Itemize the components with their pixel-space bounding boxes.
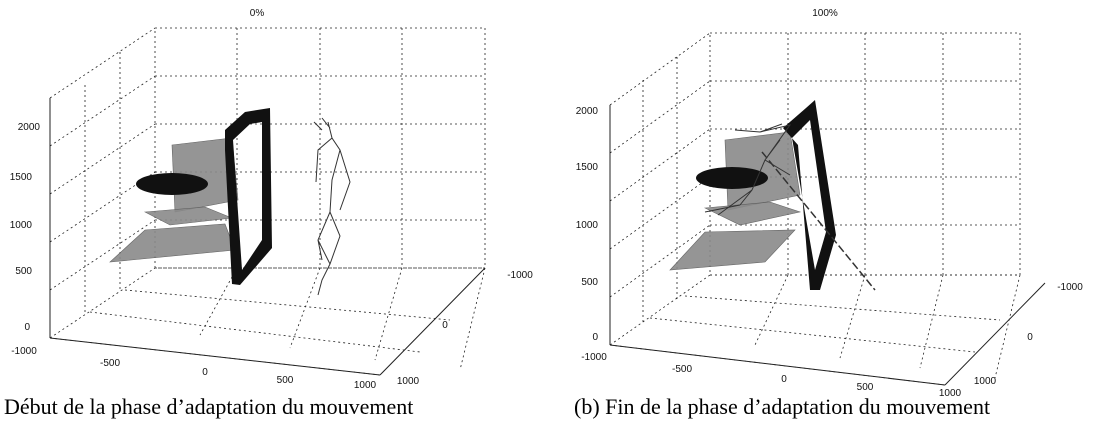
panel-left-title: 0% bbox=[250, 8, 265, 19]
panel-right-ytick-1: 0 bbox=[1027, 332, 1033, 343]
panel-right-frame bbox=[783, 100, 836, 290]
panel-left: 0% 0 500 1000 1500 2000 -1000 -500 0 500… bbox=[10, 8, 533, 391]
panel-left-xtick-2: 0 bbox=[202, 367, 208, 378]
panel-left-ztick-2: 1000 bbox=[10, 220, 33, 231]
panel-left-ztick-1: 500 bbox=[15, 266, 32, 277]
panel-right-mannequin bbox=[704, 123, 792, 216]
panel-left-lower-plane bbox=[109, 223, 236, 263]
panel-right-side-wall bbox=[609, 32, 711, 346]
panel-left-middle-plane bbox=[143, 206, 233, 226]
panel-left-y-axis bbox=[379, 267, 486, 376]
panel-right-ztick-4: 2000 bbox=[576, 106, 599, 117]
panel-right-grid bbox=[609, 32, 1021, 386]
panel-left-x-axis bbox=[49, 337, 381, 376]
panel-right-floor bbox=[609, 274, 1021, 386]
panel-right-y-axis bbox=[944, 282, 1046, 386]
panel-left-mannequin bbox=[313, 117, 351, 296]
panel-right-ztick-1: 500 bbox=[581, 277, 598, 288]
panel-right-ytick-0: -1000 bbox=[1057, 282, 1083, 293]
caption-left: Début de la phase d’adaptation du mouvem… bbox=[4, 394, 414, 419]
panel-right-xtick-0: -1000 bbox=[581, 352, 607, 363]
panel-left-xtick-4: 1000 bbox=[354, 380, 377, 391]
panel-right-scene bbox=[669, 100, 876, 291]
panel-right-ztick-0: 0 bbox=[592, 332, 598, 343]
panel-right-x-axis bbox=[609, 344, 946, 386]
panel-left-ztick-3: 1500 bbox=[10, 172, 33, 183]
panel-right-ztick-3: 1500 bbox=[576, 162, 599, 173]
panel-left-ztick-4: 2000 bbox=[18, 122, 41, 133]
panel-right-xtick-2: 0 bbox=[781, 374, 787, 385]
panel-left-xtick-0: -1000 bbox=[11, 346, 37, 357]
panel-right-xtick-1: -500 bbox=[672, 364, 692, 375]
panel-right-ytick-2: 1000 bbox=[974, 376, 997, 387]
panel-left-frame bbox=[225, 108, 272, 285]
panel-left-xtick-3: 500 bbox=[277, 375, 294, 386]
panel-left-ellipse bbox=[136, 173, 208, 195]
panel-right-xtick-3: 500 bbox=[857, 382, 874, 393]
panel-right-lower-plane bbox=[669, 229, 796, 271]
panel-left-ytick-0: -1000 bbox=[507, 270, 533, 281]
panel-left-scene bbox=[109, 108, 351, 296]
panel-right: 100% 0 500 1000 1500 2000 -1000 -500 0 5… bbox=[576, 8, 1083, 399]
panel-right-title: 100% bbox=[812, 8, 838, 19]
panel-left-ytick-1: 0 bbox=[442, 320, 448, 331]
panel-left-xtick-1: -500 bbox=[100, 358, 120, 369]
caption-right: (b) Fin de la phase d’adaptation du mouv… bbox=[574, 394, 991, 419]
panel-left-ztick-0: 0 bbox=[24, 322, 30, 333]
panel-left-ytick-2: 1000 bbox=[397, 376, 420, 387]
panel-right-ellipse bbox=[696, 167, 768, 189]
panel-right-extension-line bbox=[761, 151, 876, 291]
panel-right-xtick-4: 1000 bbox=[939, 388, 962, 399]
panel-right-ztick-2: 1000 bbox=[576, 220, 599, 231]
